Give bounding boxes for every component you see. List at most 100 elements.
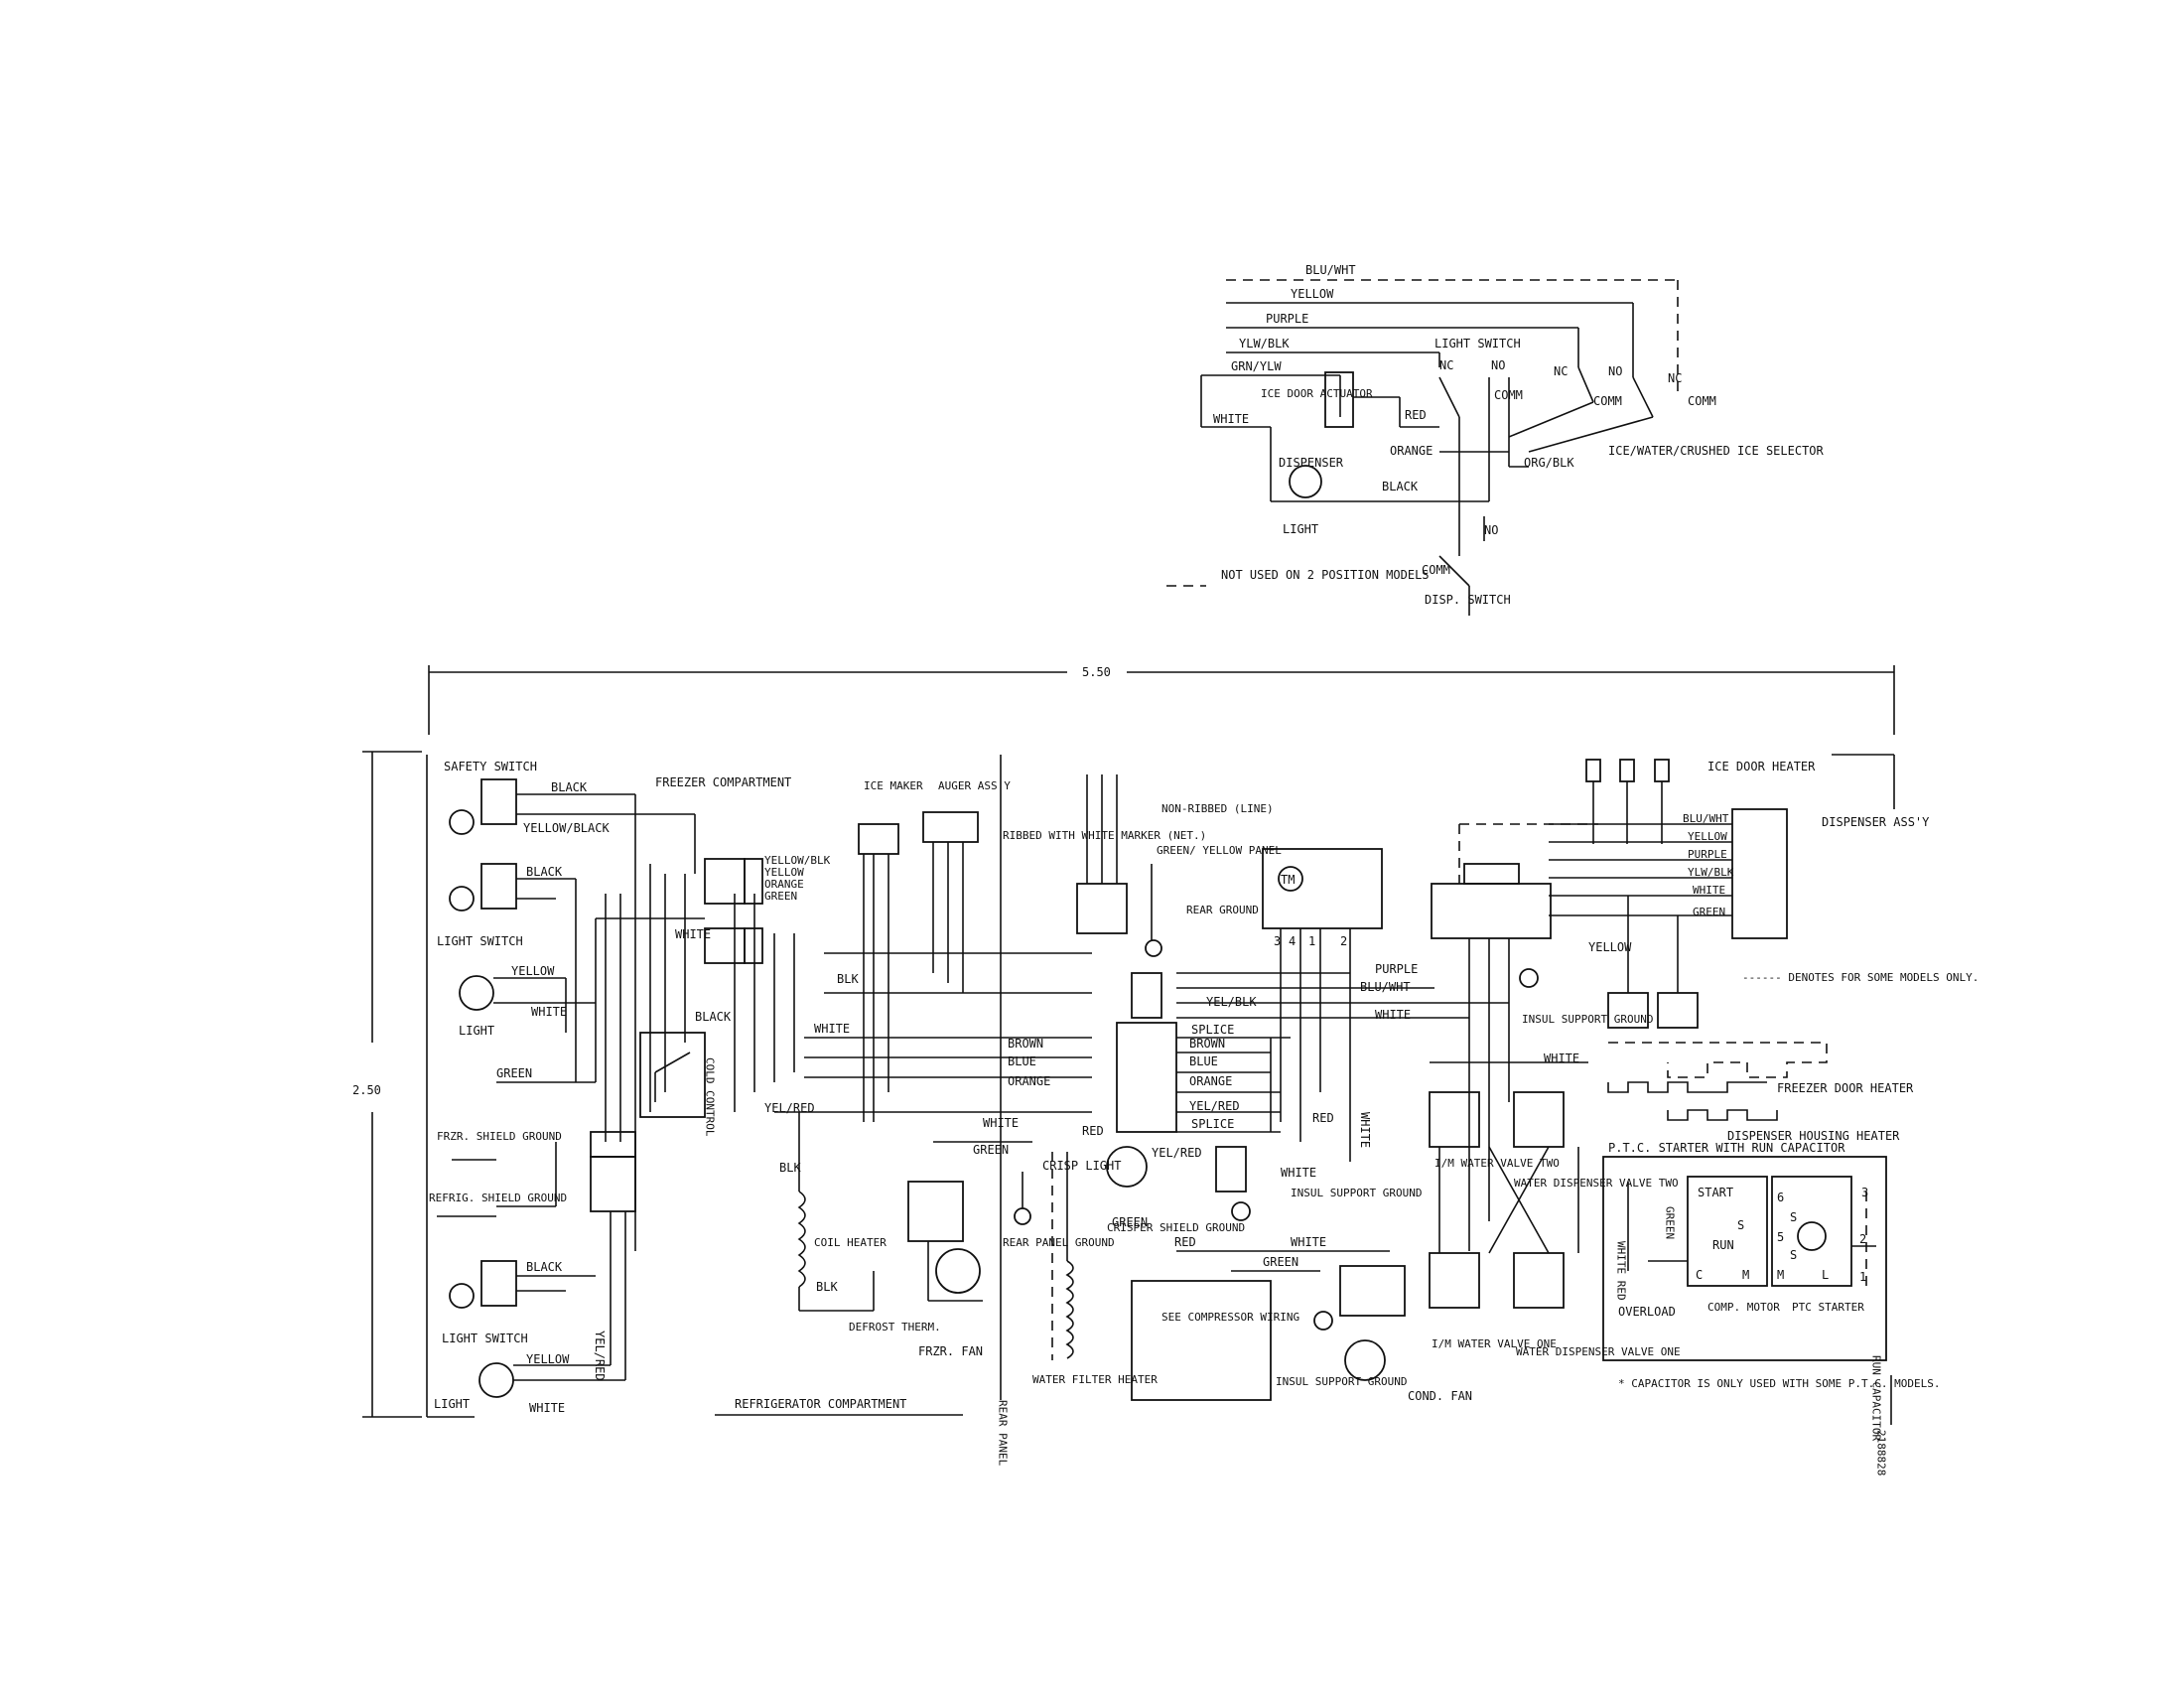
wiring-label: GREEN	[764, 890, 797, 903]
wiring-label: LIGHT	[459, 1024, 494, 1038]
wiring-label: 1	[1859, 1270, 1866, 1284]
ptc-thermistor	[1797, 1221, 1827, 1251]
wiring-label: NON-RIBBED (LINE)	[1161, 802, 1274, 815]
timer-motor	[1278, 866, 1303, 892]
denotes-note: ------ DENOTES FOR SOME MODELS ONLY.	[1742, 971, 1979, 984]
wiring-label: YLW/BLK	[1688, 866, 1734, 879]
wiring-label: BLACK	[695, 1010, 732, 1024]
wiring-label: YELLOW	[1588, 940, 1632, 954]
wiring-label: I/M WATER VALVE TWO	[1434, 1157, 1560, 1170]
wiring-label: INSUL SUPPORT GROUND	[1522, 1013, 1653, 1026]
rear-ground-icon	[1145, 939, 1162, 957]
wiring-label: BLK	[779, 1161, 801, 1175]
wiring-label: YELLOW	[526, 1352, 570, 1366]
wiring-label: DISPENSER	[1279, 456, 1344, 470]
labels: SAFETY SWITCH BLACK YELLOW/BLACK BLACK L…	[429, 760, 1979, 1475]
wiring-label: I/M WATER VALVE ONE	[1432, 1337, 1557, 1350]
wiring-label: GREEN	[1664, 1206, 1677, 1239]
dimension-lines: 5.50 2.50	[352, 665, 1895, 1418]
wiring-label: WHITE	[529, 1401, 565, 1415]
ptc-starter-panel	[1602, 1156, 1887, 1361]
compressor-motor	[1687, 1176, 1768, 1287]
refrigerator-compartment-label: REFRIGERATOR COMPARTMENT	[735, 1397, 906, 1411]
wiring-label: 2	[1340, 934, 1347, 948]
wiring-label: SPLICE	[1191, 1023, 1234, 1037]
wiring-label: WHITE	[531, 1005, 567, 1019]
freezer-connector-upper	[704, 858, 746, 905]
water-filter-heater-label: WATER FILTER HEATER	[1032, 1373, 1158, 1386]
wiring-label: FRZR. SHIELD GROUND	[437, 1130, 562, 1143]
wiring-label: YEL/RED	[764, 1101, 815, 1115]
wiring-label: GREEN	[1263, 1255, 1298, 1269]
wiring-label: ICE MAKER	[864, 779, 923, 792]
wiring-label: GREEN	[973, 1143, 1009, 1157]
wiring-label: COLD CONTROL	[704, 1057, 717, 1137]
wiring-label: ORANGE	[1189, 1074, 1232, 1088]
wiring-label: OVERLOAD	[1618, 1305, 1676, 1319]
refrigerator-connector	[590, 1156, 636, 1212]
wiring-label: YELLOW	[764, 866, 804, 879]
crisp-light-switch	[1215, 1146, 1247, 1193]
wiring-label: RED	[1405, 408, 1427, 422]
wiring-label: S	[1790, 1210, 1797, 1224]
wiring-label: BLACK	[551, 780, 588, 794]
wiring-label: INSUL SUPPORT GROUND	[1276, 1375, 1407, 1388]
wiring-label: COMM	[1593, 394, 1622, 408]
wiring-label: BLU/WHT	[1305, 263, 1356, 277]
safety-switch	[480, 778, 517, 825]
wiring-label: WHITE	[1291, 1235, 1326, 1249]
wiring-label: YELLOW	[1688, 830, 1727, 843]
wiring-label: WHITE	[1544, 1052, 1579, 1065]
wiring-label: BLUE	[1008, 1054, 1036, 1068]
coil-heater-label: COIL HEATER	[814, 1236, 887, 1249]
wiring-label: REAR GROUND	[1186, 904, 1259, 916]
wiring-label: LIGHT	[1283, 522, 1318, 536]
refrigerator-light	[478, 1362, 514, 1398]
wiring-label: WHITE RED	[1615, 1241, 1628, 1301]
wiring-label: WHITE	[1693, 884, 1725, 897]
wiring-label: L	[1822, 1268, 1829, 1282]
wiring-label: S	[1790, 1248, 1797, 1262]
height-dimension: 2.50	[352, 1083, 381, 1097]
valves	[1429, 1061, 1588, 1309]
wiring-label: ICE DOOR ACTUATOR	[1261, 387, 1373, 400]
wiring-label: GRN/YLW	[1231, 359, 1282, 373]
dispenser-switch-diagram: BLU/WHT YELLOW PURPLE YLW/BLK GRN/YLW WH…	[1166, 263, 1825, 616]
wiring-label: CRISP LIGHT	[1042, 1159, 1121, 1173]
wiring-label: BLU/WHT	[1360, 980, 1411, 994]
condenser-fan	[1344, 1339, 1386, 1381]
wiring-label: 1	[1308, 934, 1315, 948]
wiring-label: ICE/WATER/CRUSHED ICE SELECTOR	[1608, 444, 1825, 458]
wiring-label: REAR PANEL GROUND	[1003, 1236, 1115, 1249]
wiring-label: WATER DISPENSER VALVE ONE	[1516, 1345, 1681, 1358]
defrost-timer	[1262, 848, 1383, 929]
wiring-label: YEL/BLK	[1206, 995, 1257, 1009]
wiring-label: NO	[1608, 364, 1622, 378]
wiring-label: INSUL SUPPORT GROUND	[1291, 1187, 1422, 1199]
wiring-label: 5	[1777, 1230, 1784, 1244]
wiring-label: PURPLE	[1375, 962, 1418, 976]
wiring-label: GREEN	[1112, 1215, 1148, 1229]
wiring-label: YELLOW/BLK	[764, 854, 831, 867]
harness-connector-main	[1116, 1022, 1177, 1133]
wiring-label: RED	[1174, 1235, 1196, 1249]
insul-support-ground-icon-lower	[1313, 1311, 1333, 1331]
wiring-label: 6	[1777, 1191, 1784, 1204]
wiring-label: RED	[1082, 1124, 1104, 1138]
wiring-label: GREEN	[1693, 906, 1725, 918]
wiring-label: NC	[1439, 358, 1453, 372]
wiring-label: YELLOW	[1291, 287, 1334, 301]
wiring-label: REAR PANEL	[997, 1400, 1010, 1467]
wiring-label: C	[1696, 1268, 1703, 1282]
compressor-wiring-box	[1131, 1280, 1272, 1401]
wiring-label: RUN	[1712, 1238, 1734, 1252]
ptc-starter	[1771, 1176, 1852, 1287]
wiring-label: DISP. SWITCH	[1425, 593, 1511, 607]
wiring-label: LIGHT	[434, 1397, 470, 1411]
wiring-label: BLACK	[526, 1260, 563, 1274]
ptc-title: P.T.C. STARTER WITH RUN CAPACITOR	[1608, 1141, 1845, 1155]
wiring-label: YLW/BLK	[1239, 337, 1290, 351]
wiring-label: YELLOW	[511, 964, 555, 978]
wiring-label: ORANGE	[1008, 1074, 1050, 1088]
